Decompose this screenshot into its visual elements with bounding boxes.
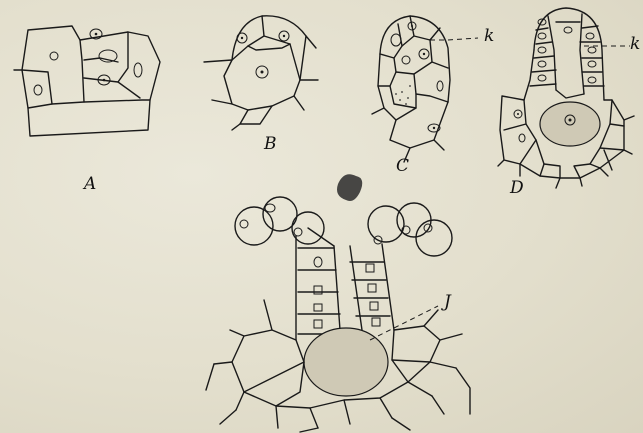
panel-d-label: D <box>510 178 524 198</box>
panel-c-label: C <box>396 156 409 176</box>
panel-b-drawing <box>204 16 318 130</box>
j-label: J <box>444 292 451 312</box>
panel-a-label: A <box>84 174 96 194</box>
panel-d-drawing <box>498 8 634 188</box>
panel-c-drawing <box>372 16 478 162</box>
k-label-c: k <box>484 26 494 46</box>
panel-b-label: B <box>264 134 277 154</box>
bottom-archegonium-drawing <box>206 174 470 432</box>
panel-a-drawing <box>14 26 160 136</box>
k-label-d: k <box>630 34 640 54</box>
